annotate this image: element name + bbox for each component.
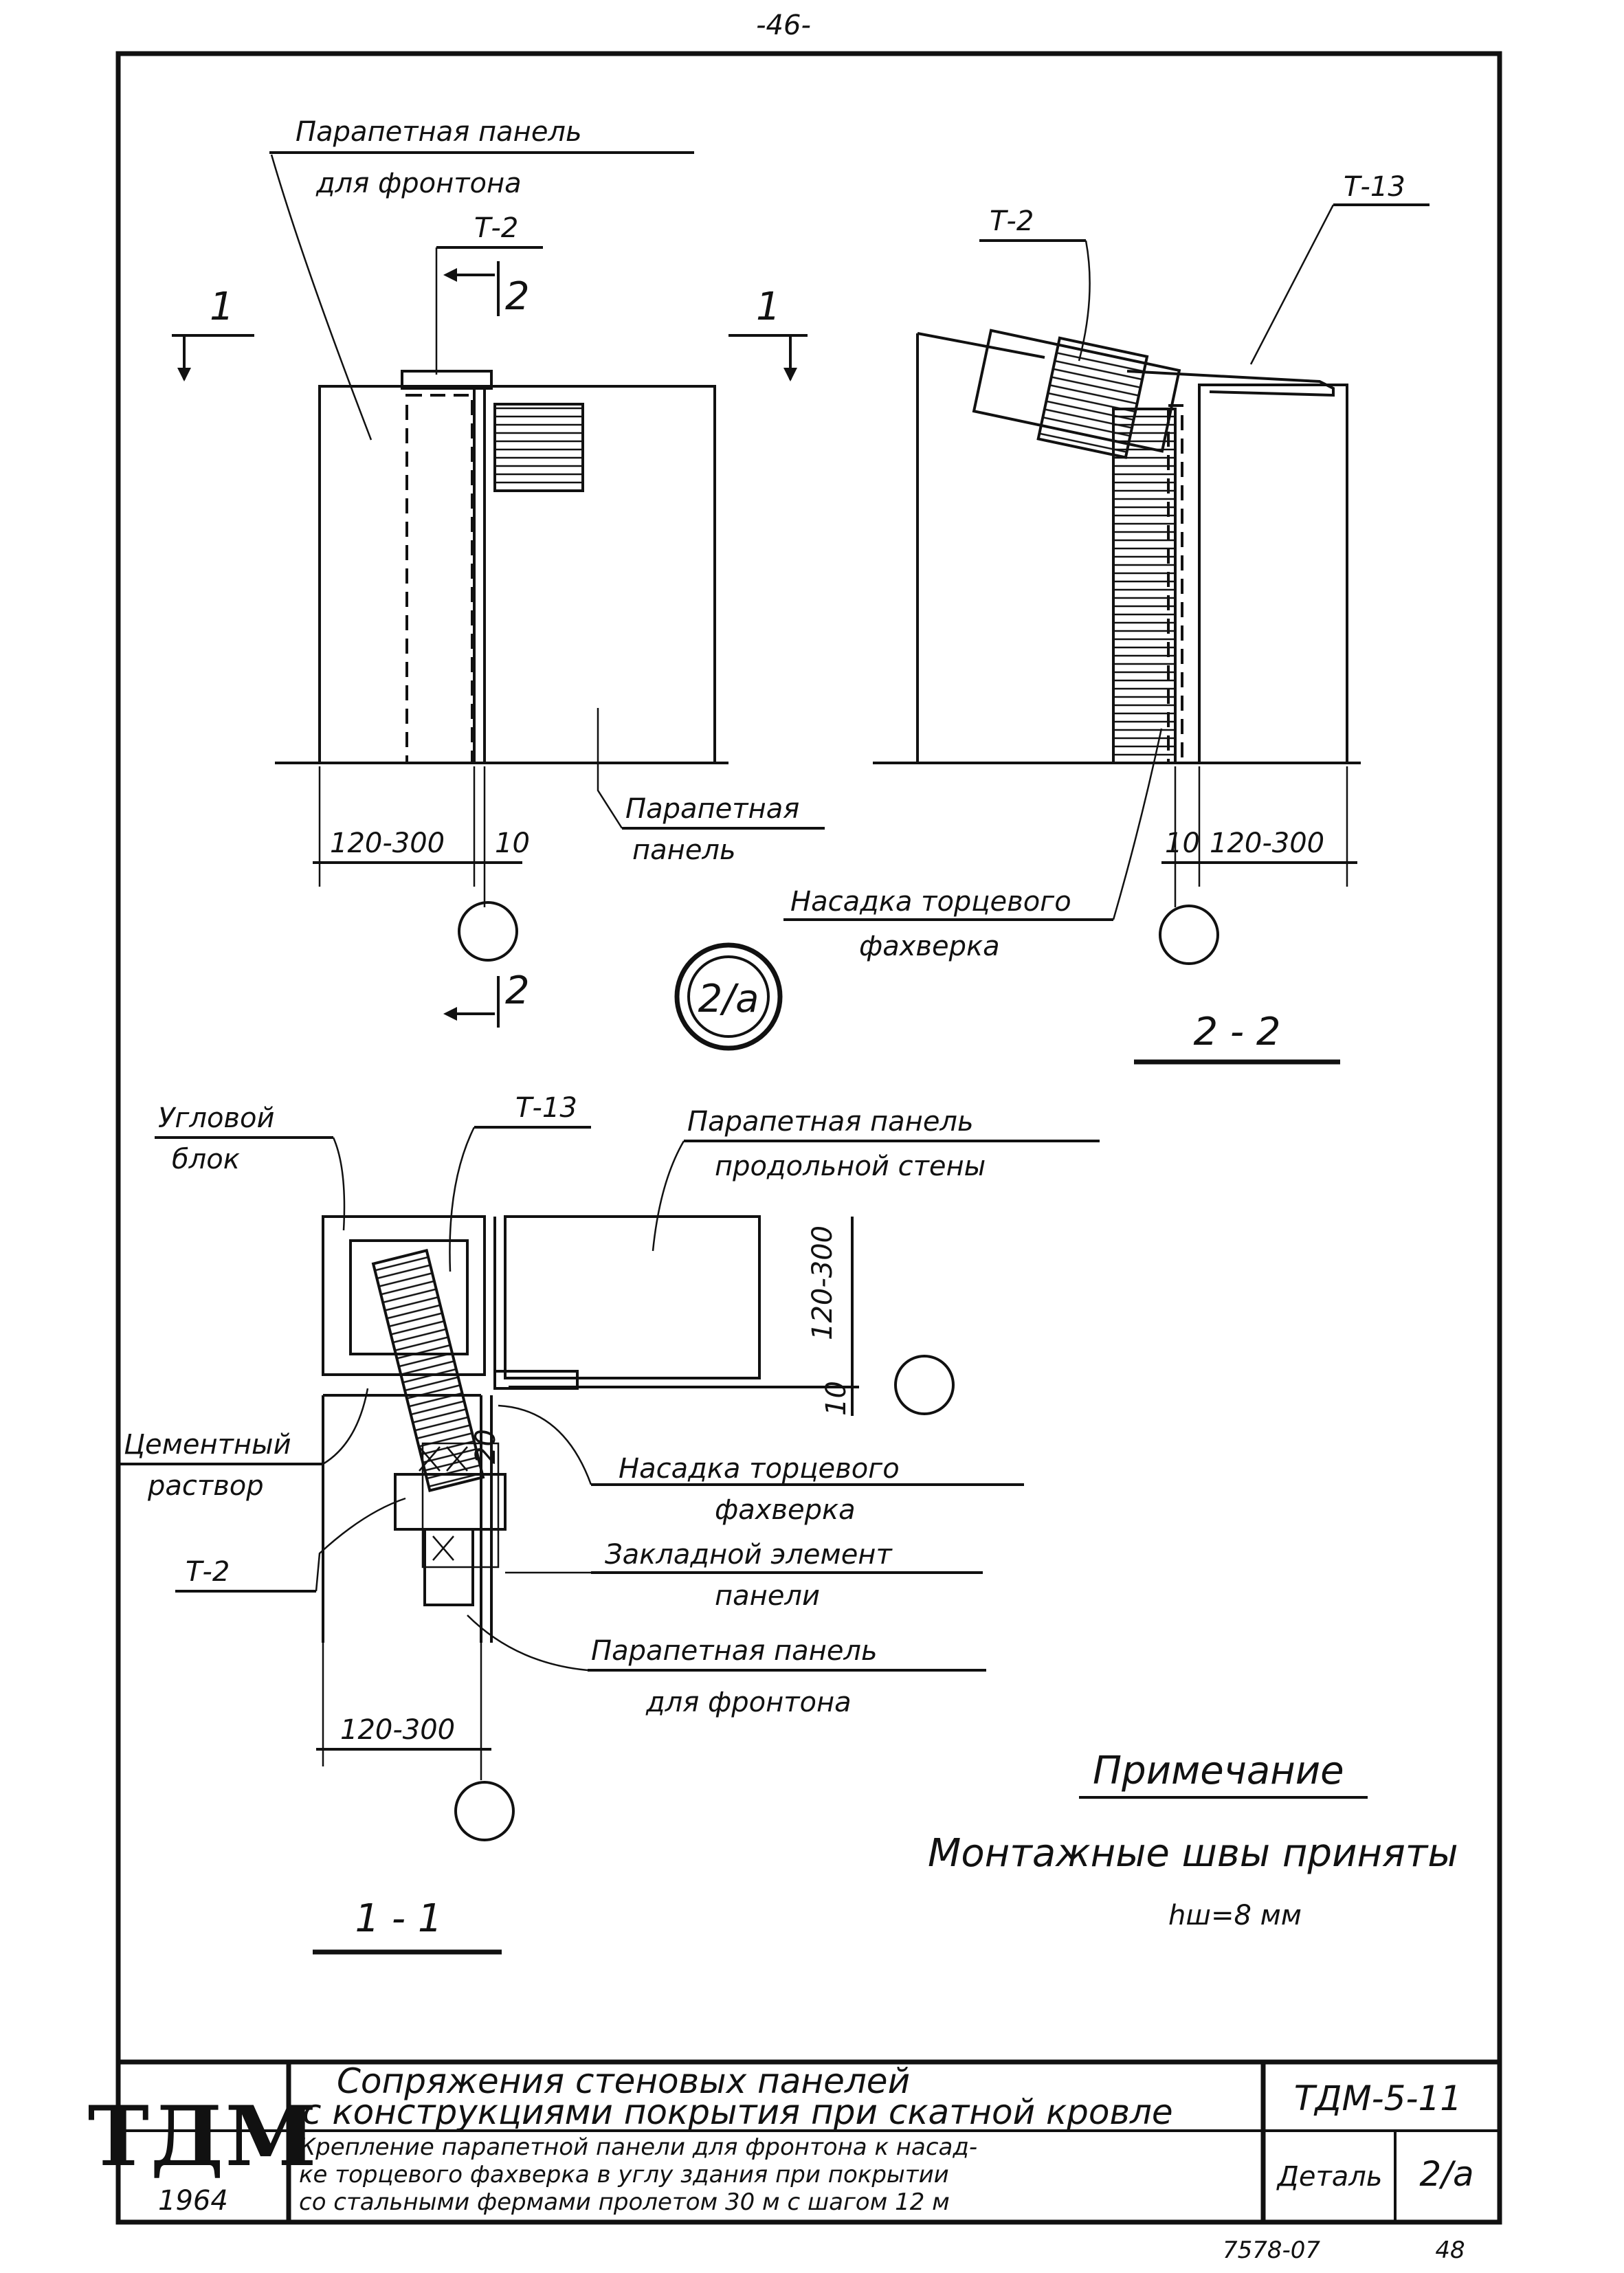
detail-label: Деталь xyxy=(1276,2161,1383,2193)
hatched-block xyxy=(493,403,584,492)
nasadka-hatch xyxy=(1113,409,1175,763)
dim-h: 120-300 xyxy=(340,1714,455,1746)
dim-v2: 10 xyxy=(821,1381,852,1416)
detail-mark-label: 2/а xyxy=(698,977,759,1021)
leader-long-panel xyxy=(652,1140,685,1252)
label-corner-line2: блок xyxy=(172,1144,240,1175)
note-line1: Монтажные швы приняты xyxy=(928,1831,1458,1876)
view-top-right: 1 Т-2 Т-13 10 120-300 Наса xyxy=(728,171,1430,1065)
cut-2-bottom-label: 2 xyxy=(505,968,530,1013)
note-title: Примечание xyxy=(1093,1749,1344,1793)
leader-front-panel xyxy=(467,1615,588,1672)
weld-marks xyxy=(419,1446,468,1561)
view-bottom: Угловой блок Т-13 Парапетная панель прод… xyxy=(120,1092,1100,1955)
label-corner-line1: Угловой xyxy=(158,1102,274,1134)
cut-1-arrowhead xyxy=(177,368,191,381)
label-t2: Т-2 xyxy=(474,212,518,244)
dim-1: 10 xyxy=(1165,828,1200,859)
label-front-panel-line1: Парапетная панель xyxy=(591,1635,878,1667)
axis-circle-bottom-right xyxy=(894,1355,955,1415)
label-embedded-line2: панели xyxy=(715,1580,820,1612)
label-t2: Т-2 xyxy=(990,206,1034,237)
label-nasadka-line2: фахверка xyxy=(715,1494,856,1526)
t13-plate xyxy=(1126,370,1335,397)
label-cement-line2: раствор xyxy=(147,1470,264,1502)
section-title-1-1: 1 - 1 xyxy=(355,1896,442,1941)
cut-2-top-arrowhead xyxy=(443,268,457,282)
leader-t13 xyxy=(1249,204,1335,365)
leader-parapet xyxy=(597,708,623,829)
page-number: -46- xyxy=(756,10,811,41)
embedded-element xyxy=(421,1442,500,1568)
cut-2-bottom-arrowhead xyxy=(443,1007,457,1021)
t2-block-hatch xyxy=(1036,336,1149,459)
dim-2: 10 xyxy=(495,828,530,859)
embedded-lower xyxy=(423,1528,474,1606)
embed-plate-horizontal xyxy=(493,1370,579,1390)
desc-line3: со стальными фермами пролетом 30 м с шаг… xyxy=(299,2188,950,2216)
label-long-panel-line2: продольной стены xyxy=(715,1151,986,1182)
t2-block-tilted xyxy=(972,329,1181,459)
embed-plate-t2 xyxy=(401,370,493,390)
dim-v1: 120-300 xyxy=(807,1226,838,1340)
leader-panel xyxy=(270,154,372,441)
view-top-left: Парапетная панель для фронтона Т-2 1 2 П… xyxy=(172,116,825,1028)
cut-1-label: 1 xyxy=(210,285,234,329)
title-block: ТДМ 1964 Сопряжения стеновых панелей с к… xyxy=(88,2059,1500,2222)
axis-circle-bottom xyxy=(454,1781,515,1841)
label-embedded-line1: Закладной элемент xyxy=(605,1539,893,1571)
nasadka-member-tilted xyxy=(371,1248,485,1492)
desc-line1: Крепление парапетной панели для фронтона… xyxy=(299,2133,977,2161)
cut-1-right-label: 1 xyxy=(756,285,781,329)
cut-2-top-label: 2 xyxy=(505,274,530,319)
detail-value: 2/а xyxy=(1419,2154,1473,2194)
section-title-2-2: 2 - 2 xyxy=(1193,1010,1280,1054)
title-line1: Сопряжения стеновых панелей xyxy=(337,2061,910,2101)
note: Примечание Монтажные швы приняты hш=8 мм xyxy=(928,1749,1458,1931)
drawing-code: ТДМ-5-11 xyxy=(1294,2078,1462,2118)
sheet-border xyxy=(115,51,1502,2225)
axis-circle-left xyxy=(458,901,518,962)
roof-slope-line xyxy=(917,332,1045,359)
label-panel-line2: для фронтона xyxy=(315,168,522,199)
leader-nasadka xyxy=(498,1404,592,1485)
label-t13: Т-13 xyxy=(1344,171,1405,203)
dim-2: 120-300 xyxy=(1210,828,1324,859)
dim-v3: 20 xyxy=(470,1429,502,1464)
axis-circle-right xyxy=(1159,905,1219,965)
archive-number: 7578-07 xyxy=(1223,2237,1320,2264)
label-panel-line1: Парапетная панель xyxy=(296,116,582,148)
label-t2: Т-2 xyxy=(186,1556,230,1588)
long-panel-outline xyxy=(504,1215,761,1379)
leader-cement xyxy=(322,1388,369,1465)
year: 1964 xyxy=(158,2185,228,2217)
leader-t2 xyxy=(315,1497,406,1592)
dim-1: 120-300 xyxy=(330,828,445,859)
nasadka-member xyxy=(371,1248,485,1492)
leader-nasadka xyxy=(1112,728,1163,920)
detail-mark: 2/а xyxy=(674,942,783,1051)
label-parapet-line2: панель xyxy=(632,834,736,866)
leader-t13 xyxy=(449,1127,476,1272)
label-nasadka-line1: Насадка торцевого xyxy=(790,886,1071,918)
label-cement-line1: Цементный xyxy=(124,1429,291,1461)
panel-embedded-dashed xyxy=(405,394,474,764)
sheet-number: 48 xyxy=(1435,2237,1465,2264)
logo: ТДМ xyxy=(88,2088,318,2185)
label-t13: Т-13 xyxy=(515,1092,577,1124)
note-line2: hш=8 мм xyxy=(1168,1900,1302,1931)
desc-line2: ке торцевого фахверка в углу здания при … xyxy=(299,2161,949,2188)
detail-mark-outer-circle xyxy=(674,942,783,1051)
label-parapet-line1: Парапетная xyxy=(625,793,799,825)
parapet-panel-right xyxy=(1198,384,1348,764)
detail-mark-inner-circle xyxy=(687,955,770,1038)
label-long-panel-line1: Парапетная панель xyxy=(687,1106,974,1138)
label-front-panel-line2: для фронтона xyxy=(645,1687,852,1718)
label-nasadka-line1: Насадка торцевого xyxy=(619,1453,900,1485)
label-nasadka-line2: фахверка xyxy=(859,931,1000,962)
title-line2: с конструкциями покрытия при скатной кро… xyxy=(302,2092,1173,2132)
cut-1-right-arrowhead xyxy=(783,368,797,381)
